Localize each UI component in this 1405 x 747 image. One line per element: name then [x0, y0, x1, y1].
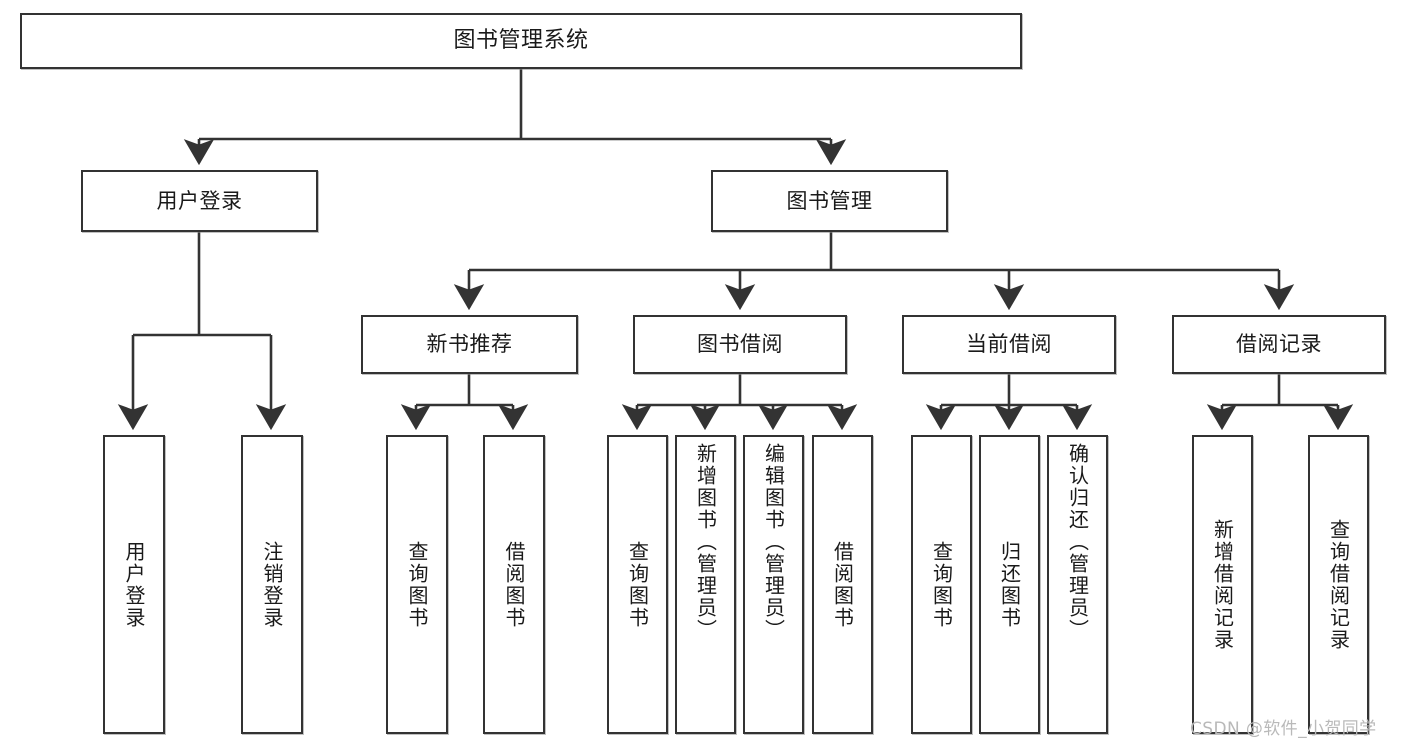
node-leaf-edit-book-admin[interactable]: 编辑图书（管理员） [743, 435, 804, 734]
node-leaf-borrow-book-borrow[interactable]: 借阅图书 [812, 435, 873, 734]
node-leaf-query-book-recommend[interactable]: 查询图书 [386, 435, 448, 734]
node-root-book-management-system[interactable]: 图书管理系统 [20, 13, 1022, 69]
node-leaf-query-book-current[interactable]: 查询图书 [911, 435, 972, 734]
node-label: 用户登录 [122, 540, 146, 629]
node-label: 注销登录 [260, 540, 284, 629]
node-book-management[interactable]: 图书管理 [711, 170, 948, 232]
node-label: 图书借阅 [697, 332, 783, 357]
node-label: 用户登录 [156, 188, 243, 213]
node-label: 确认归还（管理员） [1065, 443, 1090, 641]
node-leaf-add-borrow-record[interactable]: 新增借阅记录 [1192, 435, 1253, 734]
node-leaf-user-login[interactable]: 用户登录 [103, 435, 165, 734]
node-label: 新增借阅记录 [1210, 518, 1235, 651]
node-current-borrow[interactable]: 当前借阅 [902, 315, 1116, 374]
node-label: 当前借阅 [966, 332, 1052, 357]
node-leaf-confirm-return-admin[interactable]: 确认归还（管理员） [1047, 435, 1108, 734]
node-label: 查询借阅记录 [1326, 518, 1351, 651]
node-label: 编辑图书（管理员） [761, 443, 786, 641]
node-label: 图书管理 [786, 188, 873, 213]
node-label: 查询图书 [929, 540, 954, 629]
node-label: 借阅记录 [1236, 332, 1322, 357]
node-label: 借阅图书 [502, 540, 526, 629]
node-leaf-return-book[interactable]: 归还图书 [979, 435, 1040, 734]
node-borrow-record[interactable]: 借阅记录 [1172, 315, 1386, 374]
node-leaf-add-book-admin[interactable]: 新增图书（管理员） [675, 435, 736, 734]
node-label: 新书推荐 [426, 332, 513, 357]
node-label: 查询图书 [625, 540, 650, 629]
csdn-watermark: CSDN @软件_小贺同学 [1190, 719, 1377, 739]
node-leaf-logout-login[interactable]: 注销登录 [241, 435, 303, 734]
node-book-borrow[interactable]: 图书借阅 [633, 315, 847, 374]
node-label: 图书管理系统 [453, 28, 589, 54]
node-new-book-recommend[interactable]: 新书推荐 [361, 315, 578, 374]
node-label: 借阅图书 [830, 540, 855, 629]
node-label: 查询图书 [405, 540, 429, 629]
node-leaf-query-borrow-record[interactable]: 查询借阅记录 [1308, 435, 1369, 734]
node-leaf-borrow-book-recommend[interactable]: 借阅图书 [483, 435, 545, 734]
node-user-login[interactable]: 用户登录 [81, 170, 318, 232]
node-label: 新增图书（管理员） [693, 443, 718, 641]
node-leaf-query-book-borrow[interactable]: 查询图书 [607, 435, 668, 734]
node-label: 归还图书 [997, 540, 1022, 629]
